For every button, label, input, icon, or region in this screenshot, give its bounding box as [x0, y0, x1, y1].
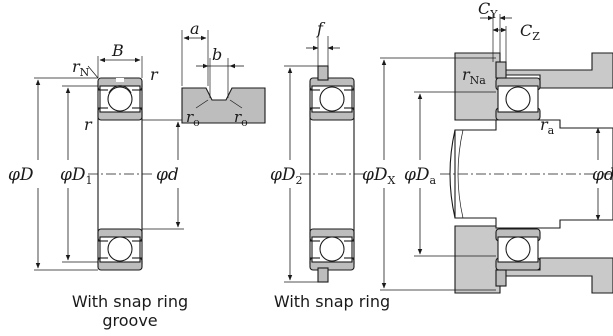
label-ra: ra	[540, 115, 555, 137]
label-phid: φd	[156, 165, 179, 185]
top-section-2	[309, 65, 355, 121]
label-phiDa: φDa	[404, 165, 437, 187]
label-r-inner: r	[84, 115, 93, 134]
top-section	[97, 77, 143, 121]
label-rNa: rNa	[462, 65, 486, 87]
label-b: b	[212, 45, 222, 64]
label-CZ: CZ	[520, 21, 540, 43]
groove-profile	[181, 87, 266, 124]
bottom-section-2	[309, 228, 355, 283]
mounted-bottom	[495, 228, 541, 287]
bearing-mounted	[380, 14, 613, 294]
label-r-outer: r	[150, 65, 159, 84]
snap-ring-top	[317, 65, 329, 81]
label-B: B	[111, 41, 124, 60]
groove-detail	[181, 30, 266, 124]
snap-ring-bottom	[317, 267, 329, 283]
label-f: f	[316, 19, 326, 38]
label-CY: CY	[478, 0, 498, 21]
label-rN: rN	[72, 57, 90, 79]
label-phiD1: φD1	[60, 165, 93, 187]
caption-groove: With snap ring groove	[48, 292, 212, 330]
label-phiD: φD	[8, 165, 34, 185]
label-phiDX: φDX	[362, 165, 396, 187]
labels: B rN r r a b ro ro f CY CZ rNa ra φD φD1…	[8, 0, 613, 187]
label-ro-right: ro	[234, 108, 248, 129]
label-phid-right: φd	[592, 165, 613, 185]
bearing-groove	[34, 56, 184, 271]
label-a: a	[190, 19, 200, 38]
bottom-section	[97, 228, 143, 271]
label-phiD2: φD2	[270, 165, 303, 187]
mounted-top	[495, 61, 541, 121]
label-ro-left: ro	[186, 108, 200, 129]
caption-groove-line2: groove	[102, 311, 158, 330]
caption-snap: With snap ring	[273, 292, 391, 311]
bearing-snap	[284, 36, 366, 283]
caption-groove-line1: With snap ring	[71, 292, 189, 311]
